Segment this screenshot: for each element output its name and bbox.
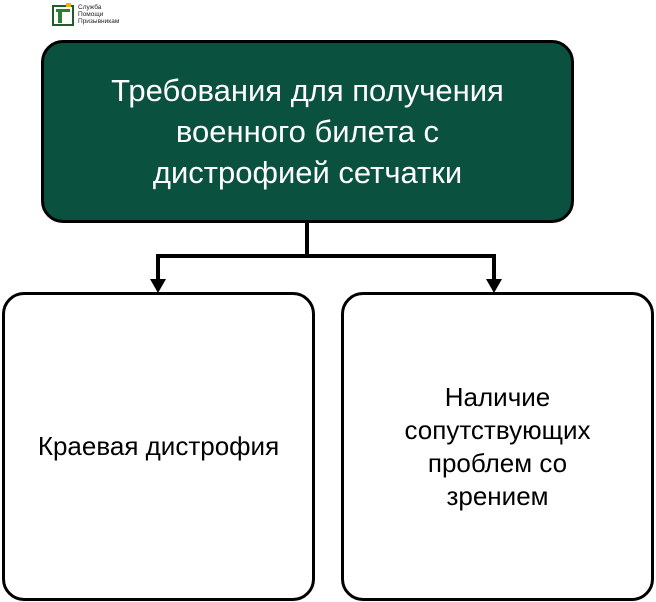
logo-line-2: Помощи [78,11,104,18]
child-node-label-left: Краевая дистрофия [37,431,280,461]
logo-text: Служба Помощи Призывникам [78,2,119,25]
root-node-label: Требования для получения военного билета… [111,73,504,190]
logo-line-3: Призывникам [78,18,120,25]
child-node-edge-dystrophy: Краевая дистрофия [2,292,315,601]
child-node-vision-problems: Наличие сопутствующих проблем со зрением [341,292,654,601]
logo-mark-icon [52,3,74,26]
logo-line-1: Служба [78,4,102,11]
arrowhead-left [150,279,166,293]
root-node: Требования для получения военного билета… [41,40,574,223]
logo: Служба Помощи Призывникам [52,2,119,26]
child-node-label-right: Наличие сопутствующих проблем со зрением [404,381,591,511]
arrowhead-right [486,279,502,293]
